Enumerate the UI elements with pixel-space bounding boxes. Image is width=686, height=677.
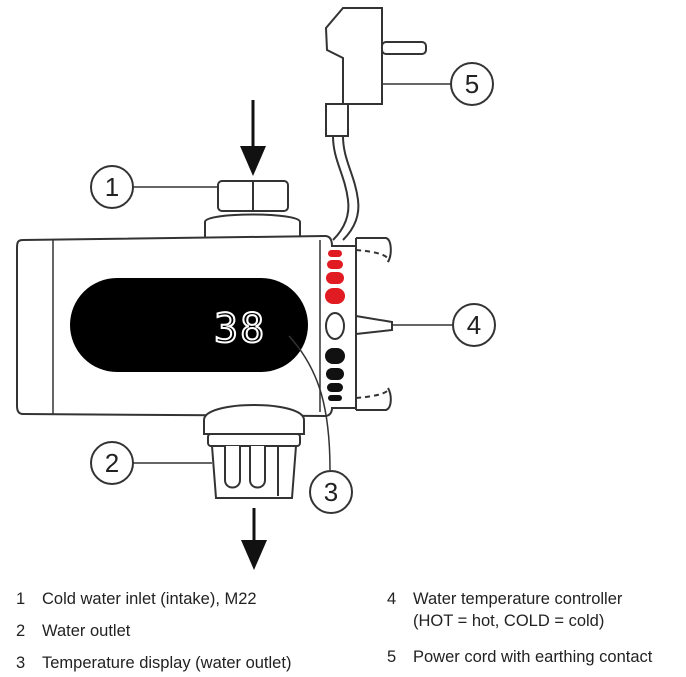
legend-number: 1 bbox=[16, 590, 26, 608]
legend-number: 3 bbox=[16, 654, 26, 672]
legend-text: Cold water inlet (intake), M22 bbox=[42, 590, 257, 608]
svg-text:5: 5 bbox=[465, 69, 479, 99]
outlet-arrow bbox=[241, 508, 267, 570]
legend-number: 4 bbox=[387, 590, 397, 608]
legend-number: 5 bbox=[387, 648, 397, 666]
legend-text: Temperature display (water outlet) bbox=[42, 654, 292, 672]
callout-4: 4 bbox=[452, 303, 496, 347]
power-plug bbox=[324, 7, 427, 137]
legend-text: Power cord with earthing contact bbox=[413, 648, 653, 666]
leader-lines bbox=[133, 83, 453, 471]
temperature-controller bbox=[355, 237, 393, 411]
legend-text-line-2: (HOT = hot, COLD = cold) bbox=[413, 612, 605, 630]
water-heater-diagram: 38 1 2 3 4 5 bbox=[16, 7, 496, 570]
callout-3: 3 bbox=[309, 470, 353, 514]
callout-5: 5 bbox=[450, 62, 494, 106]
svg-text:4: 4 bbox=[467, 310, 481, 340]
hot-indicator bbox=[325, 250, 345, 304]
cold-indicator bbox=[325, 348, 345, 401]
svg-text:1: 1 bbox=[105, 172, 119, 202]
svg-text:3: 3 bbox=[324, 477, 338, 507]
display-reading: 38 bbox=[214, 306, 266, 352]
inlet-arrow bbox=[240, 100, 266, 176]
svg-text:2: 2 bbox=[105, 448, 119, 478]
callout-1: 1 bbox=[90, 165, 134, 209]
temperature-display: 38 bbox=[70, 278, 308, 372]
legend-text: Water temperature controller bbox=[413, 590, 623, 608]
legend-number: 2 bbox=[16, 622, 26, 640]
power-cord bbox=[332, 135, 360, 241]
legend: 1 Cold water inlet (intake), M22 2 Water… bbox=[16, 588, 676, 674]
legend-text: Water outlet bbox=[42, 622, 131, 640]
controller-knob bbox=[325, 312, 345, 340]
water-outlet bbox=[203, 404, 305, 499]
callout-2: 2 bbox=[90, 441, 134, 485]
